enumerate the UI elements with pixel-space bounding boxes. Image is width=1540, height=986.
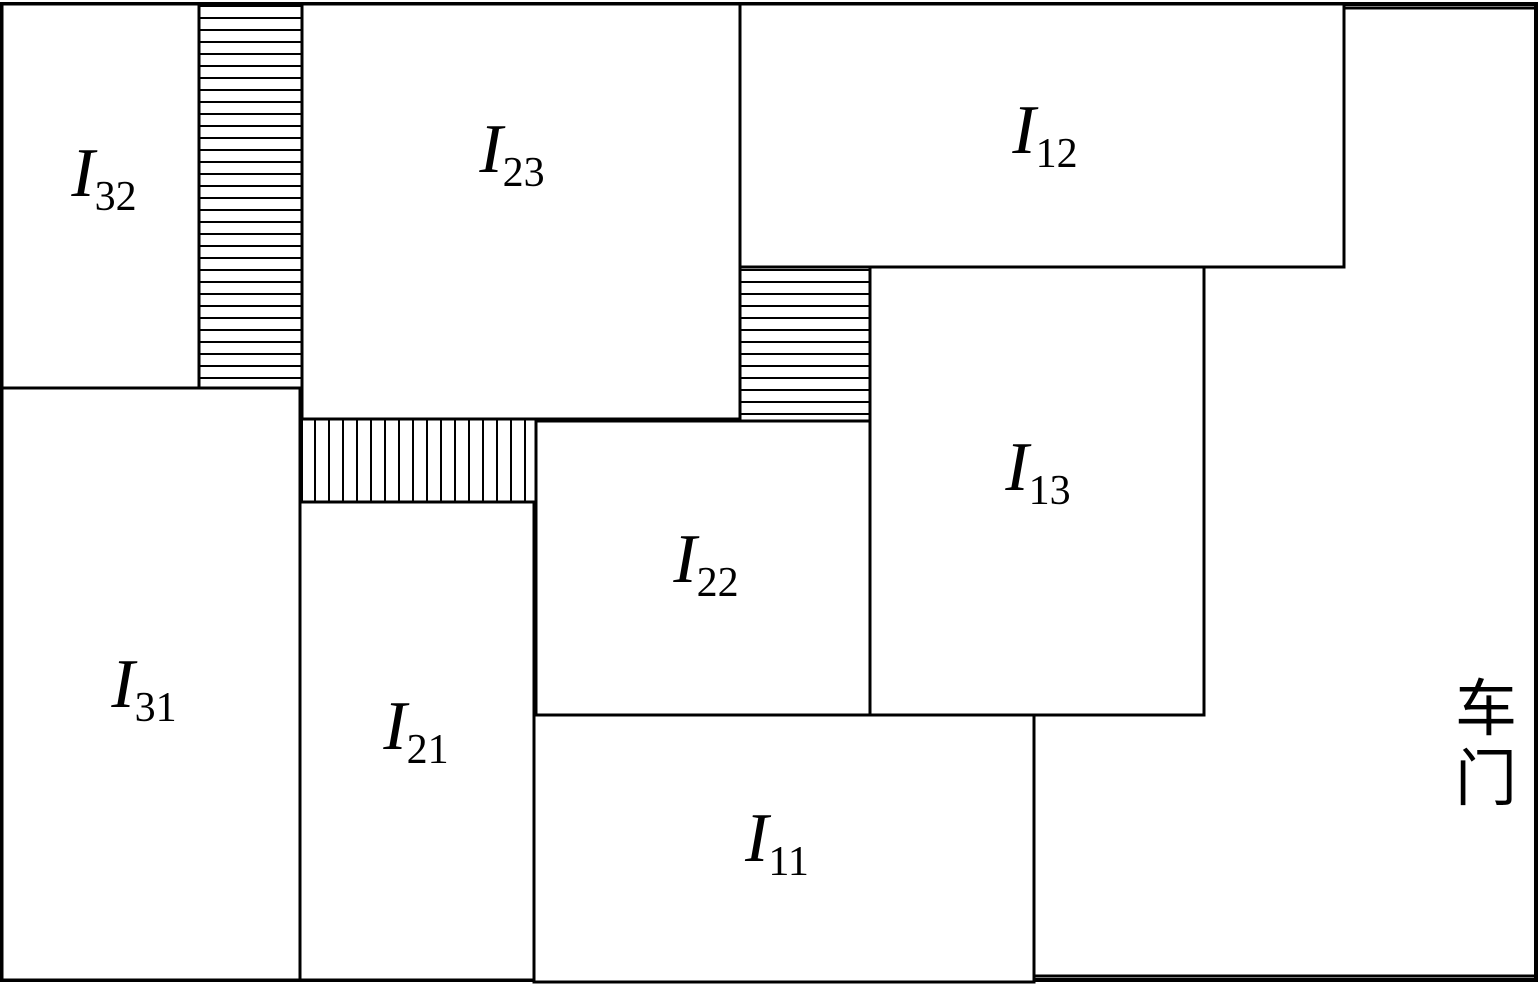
box-I22: I22 (534, 419, 872, 717)
svg-text:I23: I23 (478, 111, 544, 196)
box-label-main: I (744, 800, 772, 877)
hatched-gap-middle (739, 266, 871, 422)
box-I11: I11 (532, 713, 1036, 984)
box-label-main: I (1004, 429, 1032, 506)
hatched-gap-lower-left (301, 418, 537, 503)
box-label-sub: 12 (1036, 131, 1078, 177)
box-I12: I12 (738, 2, 1346, 269)
box-I23: I23 (300, 2, 742, 421)
box-label-sub: 13 (1029, 468, 1071, 514)
box-I21: I21 (298, 500, 536, 982)
box-label-main: I (672, 521, 700, 598)
svg-text:I13: I13 (1004, 429, 1070, 514)
box-label-sub: 21 (407, 727, 449, 773)
box-label-main: I (70, 135, 98, 212)
box-label-main: I (1011, 92, 1039, 169)
box-I31: I31 (0, 386, 302, 982)
svg-text:I22: I22 (672, 521, 738, 606)
svg-text:I11: I11 (744, 800, 809, 885)
box-I32: I32 (0, 2, 201, 390)
svg-text:I32: I32 (70, 135, 136, 220)
box-label-sub: 11 (768, 839, 808, 885)
hatched-gap-top-left (198, 3, 303, 389)
box-label-sub: 23 (503, 150, 545, 196)
door-label-line2: 门 (1455, 742, 1517, 815)
box-label-sub: 31 (135, 685, 177, 731)
box-I13: I13 (868, 265, 1206, 717)
box-label-main: I (110, 646, 138, 723)
box-label-main: I (478, 111, 506, 188)
svg-text:I12: I12 (1011, 92, 1077, 177)
box-label-main: I (382, 688, 410, 765)
box-label-sub: 32 (95, 174, 137, 220)
svg-text:I21: I21 (382, 688, 448, 773)
door-label-line1: 车 (1455, 672, 1517, 745)
svg-text:I31: I31 (110, 646, 176, 731)
box-label-sub: 22 (697, 560, 739, 606)
